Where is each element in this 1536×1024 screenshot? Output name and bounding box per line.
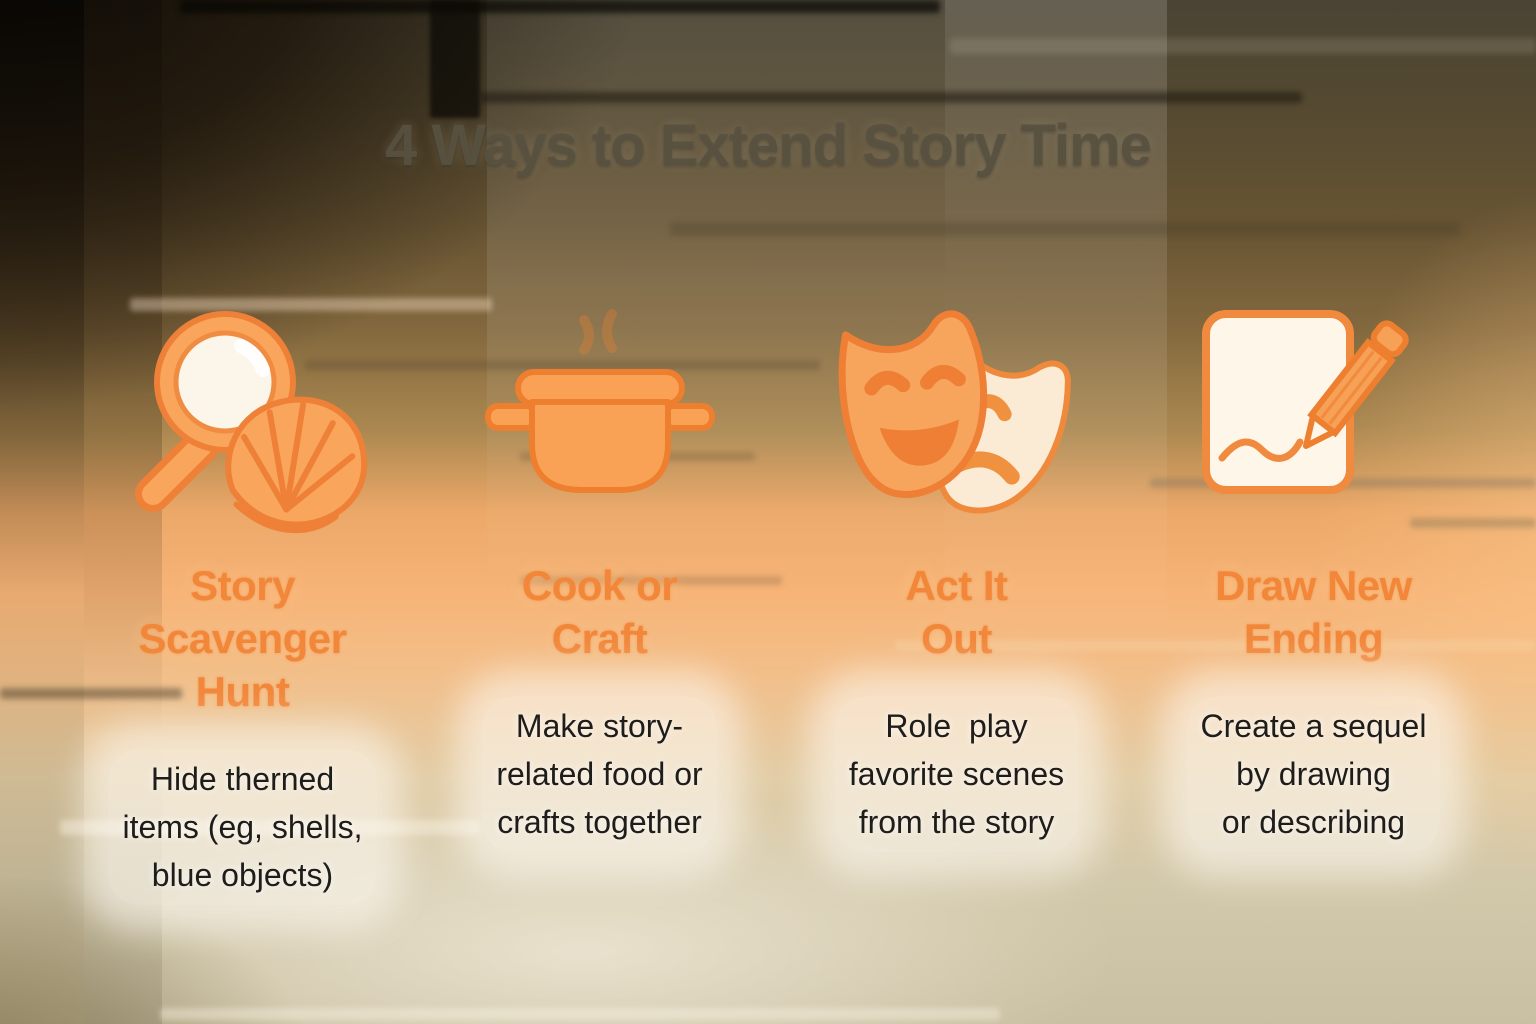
column-description: Role play favorite scenes from the story [834,695,1079,852]
column-draw-new-ending: Draw New Ending Create a sequel by drawi… [1135,276,1492,905]
background-band [0,0,84,1024]
cooking-pot-icon [480,276,720,534]
columns-row: Story Scavenger Hunt Hide therned items … [64,276,1492,905]
column-description: Make story- related food or crafts toget… [482,695,717,852]
page-title: 4 Ways to Extend Story Time [385,113,1152,178]
streak [130,298,492,311]
column-description: Create a sequel by drawing or describing [1186,695,1441,852]
column-act-it-out: Act It Out Role play favorite scenes fro… [778,276,1135,905]
streak [480,92,1302,103]
column-heading: Draw New Ending [1215,562,1412,662]
streak [430,0,480,118]
background-band [487,0,945,1024]
theater-masks-icon [831,276,1083,534]
streak [895,640,1535,651]
streak [180,0,940,13]
streak [0,688,182,699]
column-heading: Act It Out [905,562,1009,662]
paper-pencil-icon [1186,276,1442,534]
streak [950,38,1536,54]
streak [670,222,1460,236]
column-story-scavenger-hunt: Story Scavenger Hunt Hide therned items … [64,276,421,905]
streak [1410,518,1536,528]
magnifier-shell-icon [117,276,369,534]
streak [160,1008,1000,1020]
streak [520,576,782,585]
column-description: Hide therned items (eg, shells, blue obj… [108,748,377,905]
column-heading: Story Scavenger Hunt [138,562,347,715]
streak [305,360,820,370]
column-heading: Cook or Craft [521,562,678,662]
column-cook-or-craft: Cook or Craft Make story- related food o… [421,276,778,905]
